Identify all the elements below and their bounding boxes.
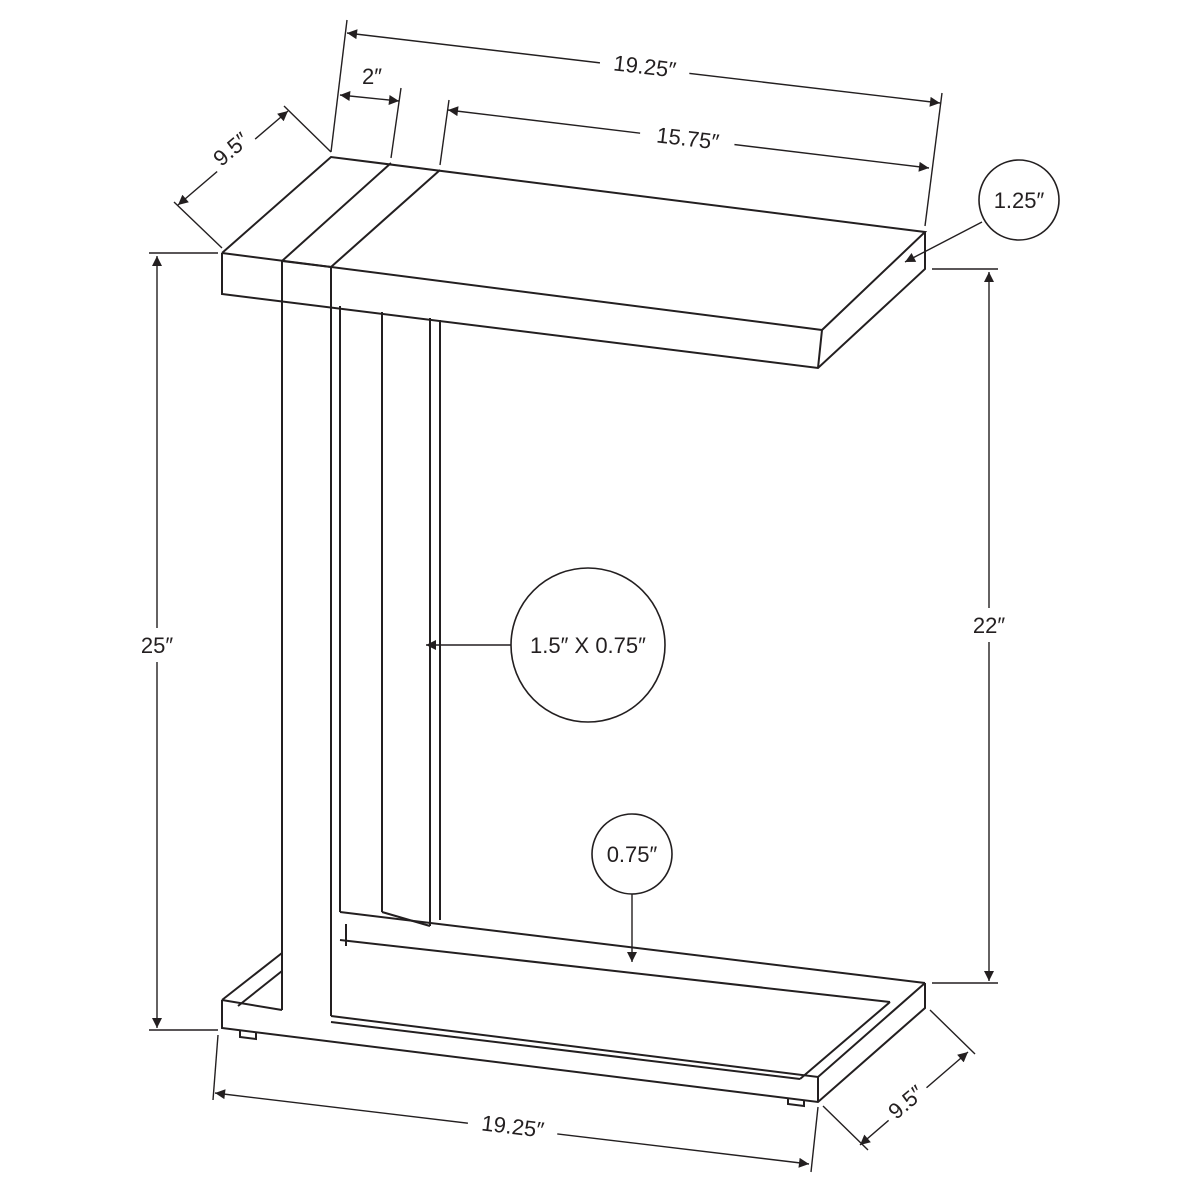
label-base-tube: 0.75″ [607, 842, 658, 867]
vertical-post [281, 260, 441, 1016]
callout-tube-size: 1.5″ X 0.75″ [426, 567, 666, 723]
callout-top-thickness: 1.25″ [904, 159, 1060, 263]
dim-clearance-height: 22″ [932, 268, 1014, 984]
label-tube-size: 1.5″ X 0.75″ [530, 633, 646, 658]
label-overall-height: 25″ [141, 633, 173, 658]
dim-top-width: 19.25″ [330, 19, 943, 227]
label-clearance-height: 22″ [973, 613, 1005, 638]
dim-overall-height: 25″ [132, 252, 218, 1031]
base-frame [221, 911, 926, 1108]
dim-post-width: 2″ [339, 64, 402, 159]
dim-inner-top-width: 15.75″ [439, 99, 930, 172]
callout-base-tube: 0.75″ [591, 813, 673, 962]
dim-base-width: 19.25″ [212, 1034, 819, 1173]
label-post-width: 2″ [362, 64, 382, 89]
table-top [221, 155, 928, 370]
label-top-thickness: 1.25″ [994, 188, 1045, 213]
